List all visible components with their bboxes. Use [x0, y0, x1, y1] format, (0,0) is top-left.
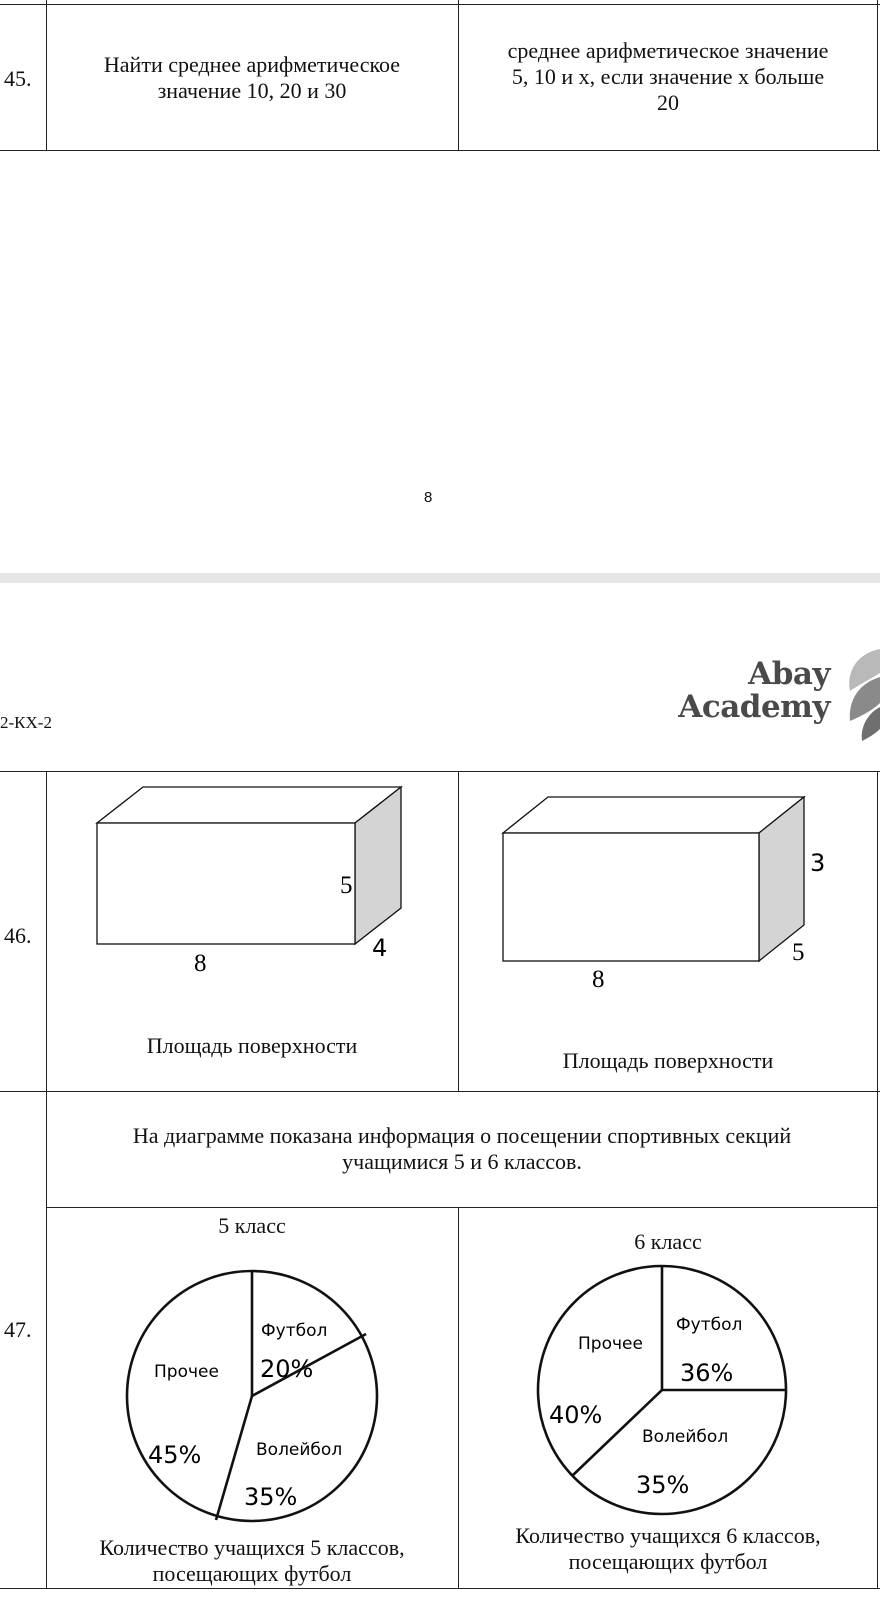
logo-leaf-icon: [849, 649, 880, 741]
text-line: среднее арифметическое значение: [507, 38, 829, 63]
table-border: [877, 771, 878, 1589]
cuboid-diagram-1: 8 5 4: [95, 785, 403, 977]
logo-line: Abay: [748, 656, 830, 692]
slice-label-football: Футбол: [261, 1321, 327, 1341]
table-border: [458, 771, 459, 1092]
page-separator: [0, 573, 880, 583]
depth-label: 4: [372, 934, 387, 962]
slice-value-other: 45%: [148, 1441, 201, 1469]
length-label: 8: [592, 966, 605, 993]
text-line: На диаграмме показана информация о посещ…: [132, 1123, 792, 1148]
document-code: 2-КХ-2: [0, 713, 52, 732]
chart-title-right: 6 класс: [634, 1229, 702, 1254]
text-line: значение 10, 20 и 30: [157, 78, 347, 103]
slice-value-football: 36%: [680, 1359, 733, 1387]
pie-divider: [251, 1332, 367, 1398]
pie-chart-5-class: Футбол 20% Волейбол 35% Прочее 45%: [125, 1269, 379, 1523]
question-number: 47.: [4, 1317, 32, 1342]
left-cell-text: Найти среднее арифметическое значение 10…: [48, 52, 456, 104]
slice-value-other: 40%: [549, 1401, 602, 1429]
text-line: посещающих футбол: [152, 1561, 352, 1586]
page-bottom: Abay Academy 2-КХ-2 46. 8 5 4 Площадь по…: [0, 583, 880, 1612]
text-line: 5, 10 и x, если значение x больше: [511, 64, 825, 89]
question-number: 46.: [4, 923, 32, 948]
slice-value-volleyball: 35%: [636, 1471, 689, 1499]
pie-chart-6-class: Футбол 36% Волейбол 35% Прочее 40%: [536, 1264, 788, 1516]
table-border: [458, 1207, 459, 1589]
height-label: 3: [810, 849, 825, 877]
table-border: [0, 1588, 880, 1589]
table-border: [0, 1091, 880, 1092]
table-border: [46, 771, 47, 1589]
slice-value-football: 20%: [260, 1355, 313, 1383]
table-border: [0, 4, 880, 5]
table-border: [0, 150, 880, 151]
slice-label-other: Прочее: [154, 1362, 219, 1382]
caption-left: Площадь поверхности: [146, 1033, 358, 1058]
pie-divider: [214, 1395, 254, 1521]
question-intro: На диаграмме показана информация о посещ…: [48, 1123, 876, 1175]
slice-label-football: Футбол: [676, 1315, 742, 1335]
page-number: 8: [424, 489, 433, 506]
logo: Abay Academy: [620, 658, 830, 724]
row-number: 45.: [4, 66, 32, 91]
slice-label-other: Прочее: [578, 1334, 643, 1354]
table-border: [46, 0, 47, 151]
text-line: учащимися 5 и 6 классов.: [342, 1149, 582, 1174]
logo-line: Academy: [678, 689, 830, 725]
page-top: 45. Найти среднее арифметическое значени…: [0, 0, 880, 573]
length-label: 8: [194, 950, 207, 977]
table-border: [0, 771, 880, 772]
chart-caption-right: Количество учащихся 6 классов, посещающи…: [460, 1523, 876, 1575]
text-line: 20: [657, 90, 679, 115]
text-line: посещающих футбол: [568, 1549, 768, 1574]
table-border: [46, 1207, 878, 1208]
text-line: Найти среднее арифметическое: [103, 52, 401, 77]
text-line: Количество учащихся 6 классов,: [515, 1523, 821, 1548]
chart-caption-left: Количество учащихся 5 классов, посещающи…: [48, 1535, 456, 1587]
slice-value-volleyball: 35%: [244, 1483, 297, 1511]
caption-right: Площадь поверхности: [562, 1048, 774, 1073]
pie-divider: [571, 1389, 663, 1477]
table-border: [458, 0, 459, 151]
right-cell-text: среднее арифметическое значение 5, 10 и …: [460, 38, 876, 116]
cuboid-diagram-2: 8 3 5: [501, 795, 825, 993]
text-line: Количество учащихся 5 классов,: [99, 1535, 405, 1560]
slice-label-volleyball: Волейбол: [256, 1440, 342, 1460]
chart-title-left: 5 класс: [218, 1213, 286, 1238]
slice-label-volleyball: Волейбол: [642, 1427, 728, 1447]
height-label: 5: [340, 872, 353, 899]
depth-label: 5: [792, 939, 805, 966]
table-border: [877, 0, 878, 151]
